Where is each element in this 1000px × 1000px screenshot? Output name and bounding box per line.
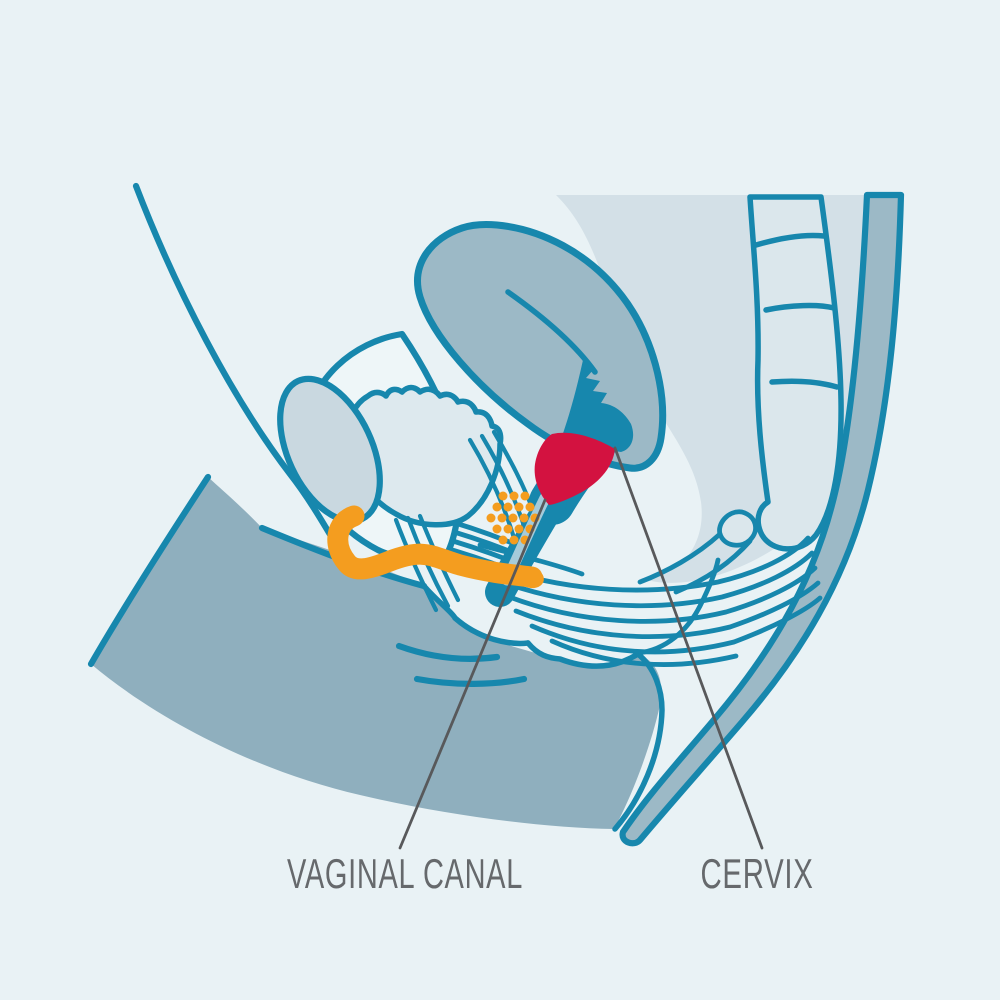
leader-line-vaginal-canal: [398, 498, 547, 850]
sacrum-segment-line: [763, 302, 837, 313]
sacrum-segment-line: [753, 232, 827, 248]
sacrum-segment-line: [769, 378, 840, 390]
pelvic-floor-fibers: [477, 535, 823, 667]
orange-hook: [327, 505, 544, 589]
leader-line-cervix: [613, 446, 764, 850]
menstrual-cup: [534, 432, 615, 505]
label-vaginal-canal: VAGINAL CANAL: [287, 850, 523, 897]
cervix-opening: [560, 360, 634, 452]
bladder: [345, 384, 504, 528]
label-cervix: CERVIX: [701, 850, 814, 897]
lower-body-mass: [91, 477, 662, 829]
endometrium-line: [505, 289, 598, 375]
sacrum-bone: [747, 194, 844, 552]
